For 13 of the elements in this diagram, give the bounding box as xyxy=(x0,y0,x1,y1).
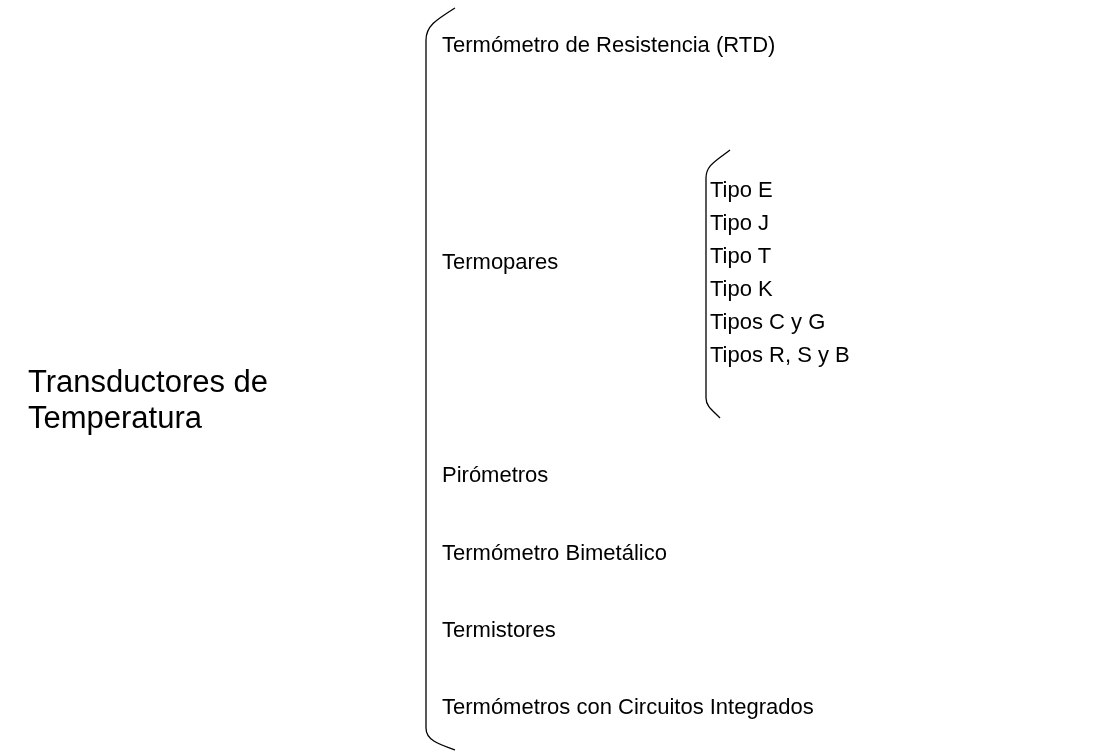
category-label: Tipo E xyxy=(710,177,773,203)
category-label: Tipo J xyxy=(710,210,770,236)
category-label: Termómetros con Circuitos Integrados xyxy=(442,694,814,720)
category-label: Tipo T xyxy=(710,243,772,269)
category-label: Termómetro Bimetálico xyxy=(442,540,667,566)
category-label: Tipos C y G xyxy=(710,309,826,335)
category-label: Termómetro de Resistencia (RTD) xyxy=(442,32,776,58)
category-label: Termopares xyxy=(442,249,559,275)
category-label: Termistores xyxy=(442,617,556,643)
root-label: Transductores de Temperatura xyxy=(28,364,270,436)
category-label: Tipos R, S y B xyxy=(710,342,850,368)
category-label: Tipo K xyxy=(710,276,773,302)
category-label: Pirómetros xyxy=(442,462,549,488)
